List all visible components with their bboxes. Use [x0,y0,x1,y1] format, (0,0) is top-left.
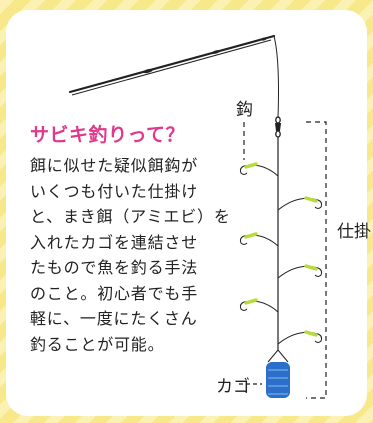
hook-label: 鈎 [236,100,253,120]
description-line: 釣ることが可能。 [30,334,165,354]
description-line: たもので魚を釣る手法 [30,258,199,277]
rig-bracket [306,121,327,399]
cage-label: カゴ [216,377,250,397]
description-line: 入れたカゴを連結させ [30,232,199,252]
rig-label: 仕掛け [337,222,373,242]
description-line: 軽に、一度にたくさん [30,309,198,328]
description-line: のこと。初心者でも手 [30,283,199,303]
description-line: と、まき餌（アミエビ）を [30,207,231,226]
content-card [6,10,367,416]
fishing-line [273,35,279,119]
description-line: 餌に似せた疑似餌鈎が [30,156,199,175]
description-line: いくつも付いた仕掛け [30,181,199,201]
heading: サビキ釣りって？ [30,124,186,146]
swivel-icon [275,116,281,138]
cage-icon [266,349,290,398]
description: 餌に似せた疑似餌鈎が いくつも付いた仕掛け と、まき餌（アミエビ）を 入れたカゴ… [30,153,230,357]
fishing-rod [68,34,276,94]
hook-set [243,164,319,345]
lure-icon [244,162,318,337]
